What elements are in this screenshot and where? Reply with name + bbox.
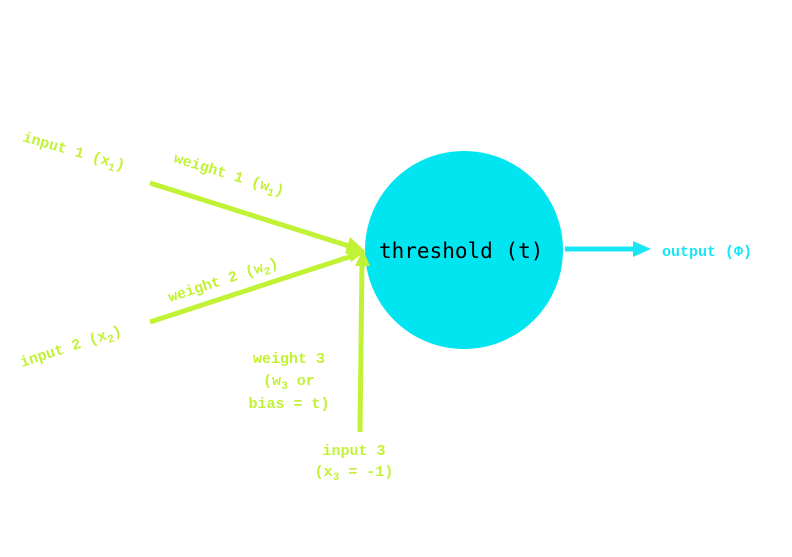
input2-edge — [149, 253, 353, 325]
output-label: output (Φ) — [662, 244, 752, 261]
weight3-label-line2: (w3 or — [263, 373, 315, 393]
output-arrowhead — [633, 241, 651, 257]
input3-edge — [357, 261, 365, 433]
weight3-label-line3: bias = t) — [248, 396, 329, 413]
input1-edge — [149, 180, 353, 250]
neuron-node — [365, 151, 563, 349]
input3-label-line2: (x3 = -1) — [315, 464, 394, 484]
input1-label: input 1 (x1) — [20, 129, 127, 177]
input3-label-line1: input 3 — [322, 443, 385, 460]
input2-arrowhead — [345, 246, 366, 262]
weight3-label-line1: weight 3 — [253, 351, 325, 368]
input2-label: input 2 (x2) — [18, 323, 125, 375]
neuron-label: threshold (t) — [379, 239, 543, 263]
input3-arrowhead — [355, 249, 370, 266]
